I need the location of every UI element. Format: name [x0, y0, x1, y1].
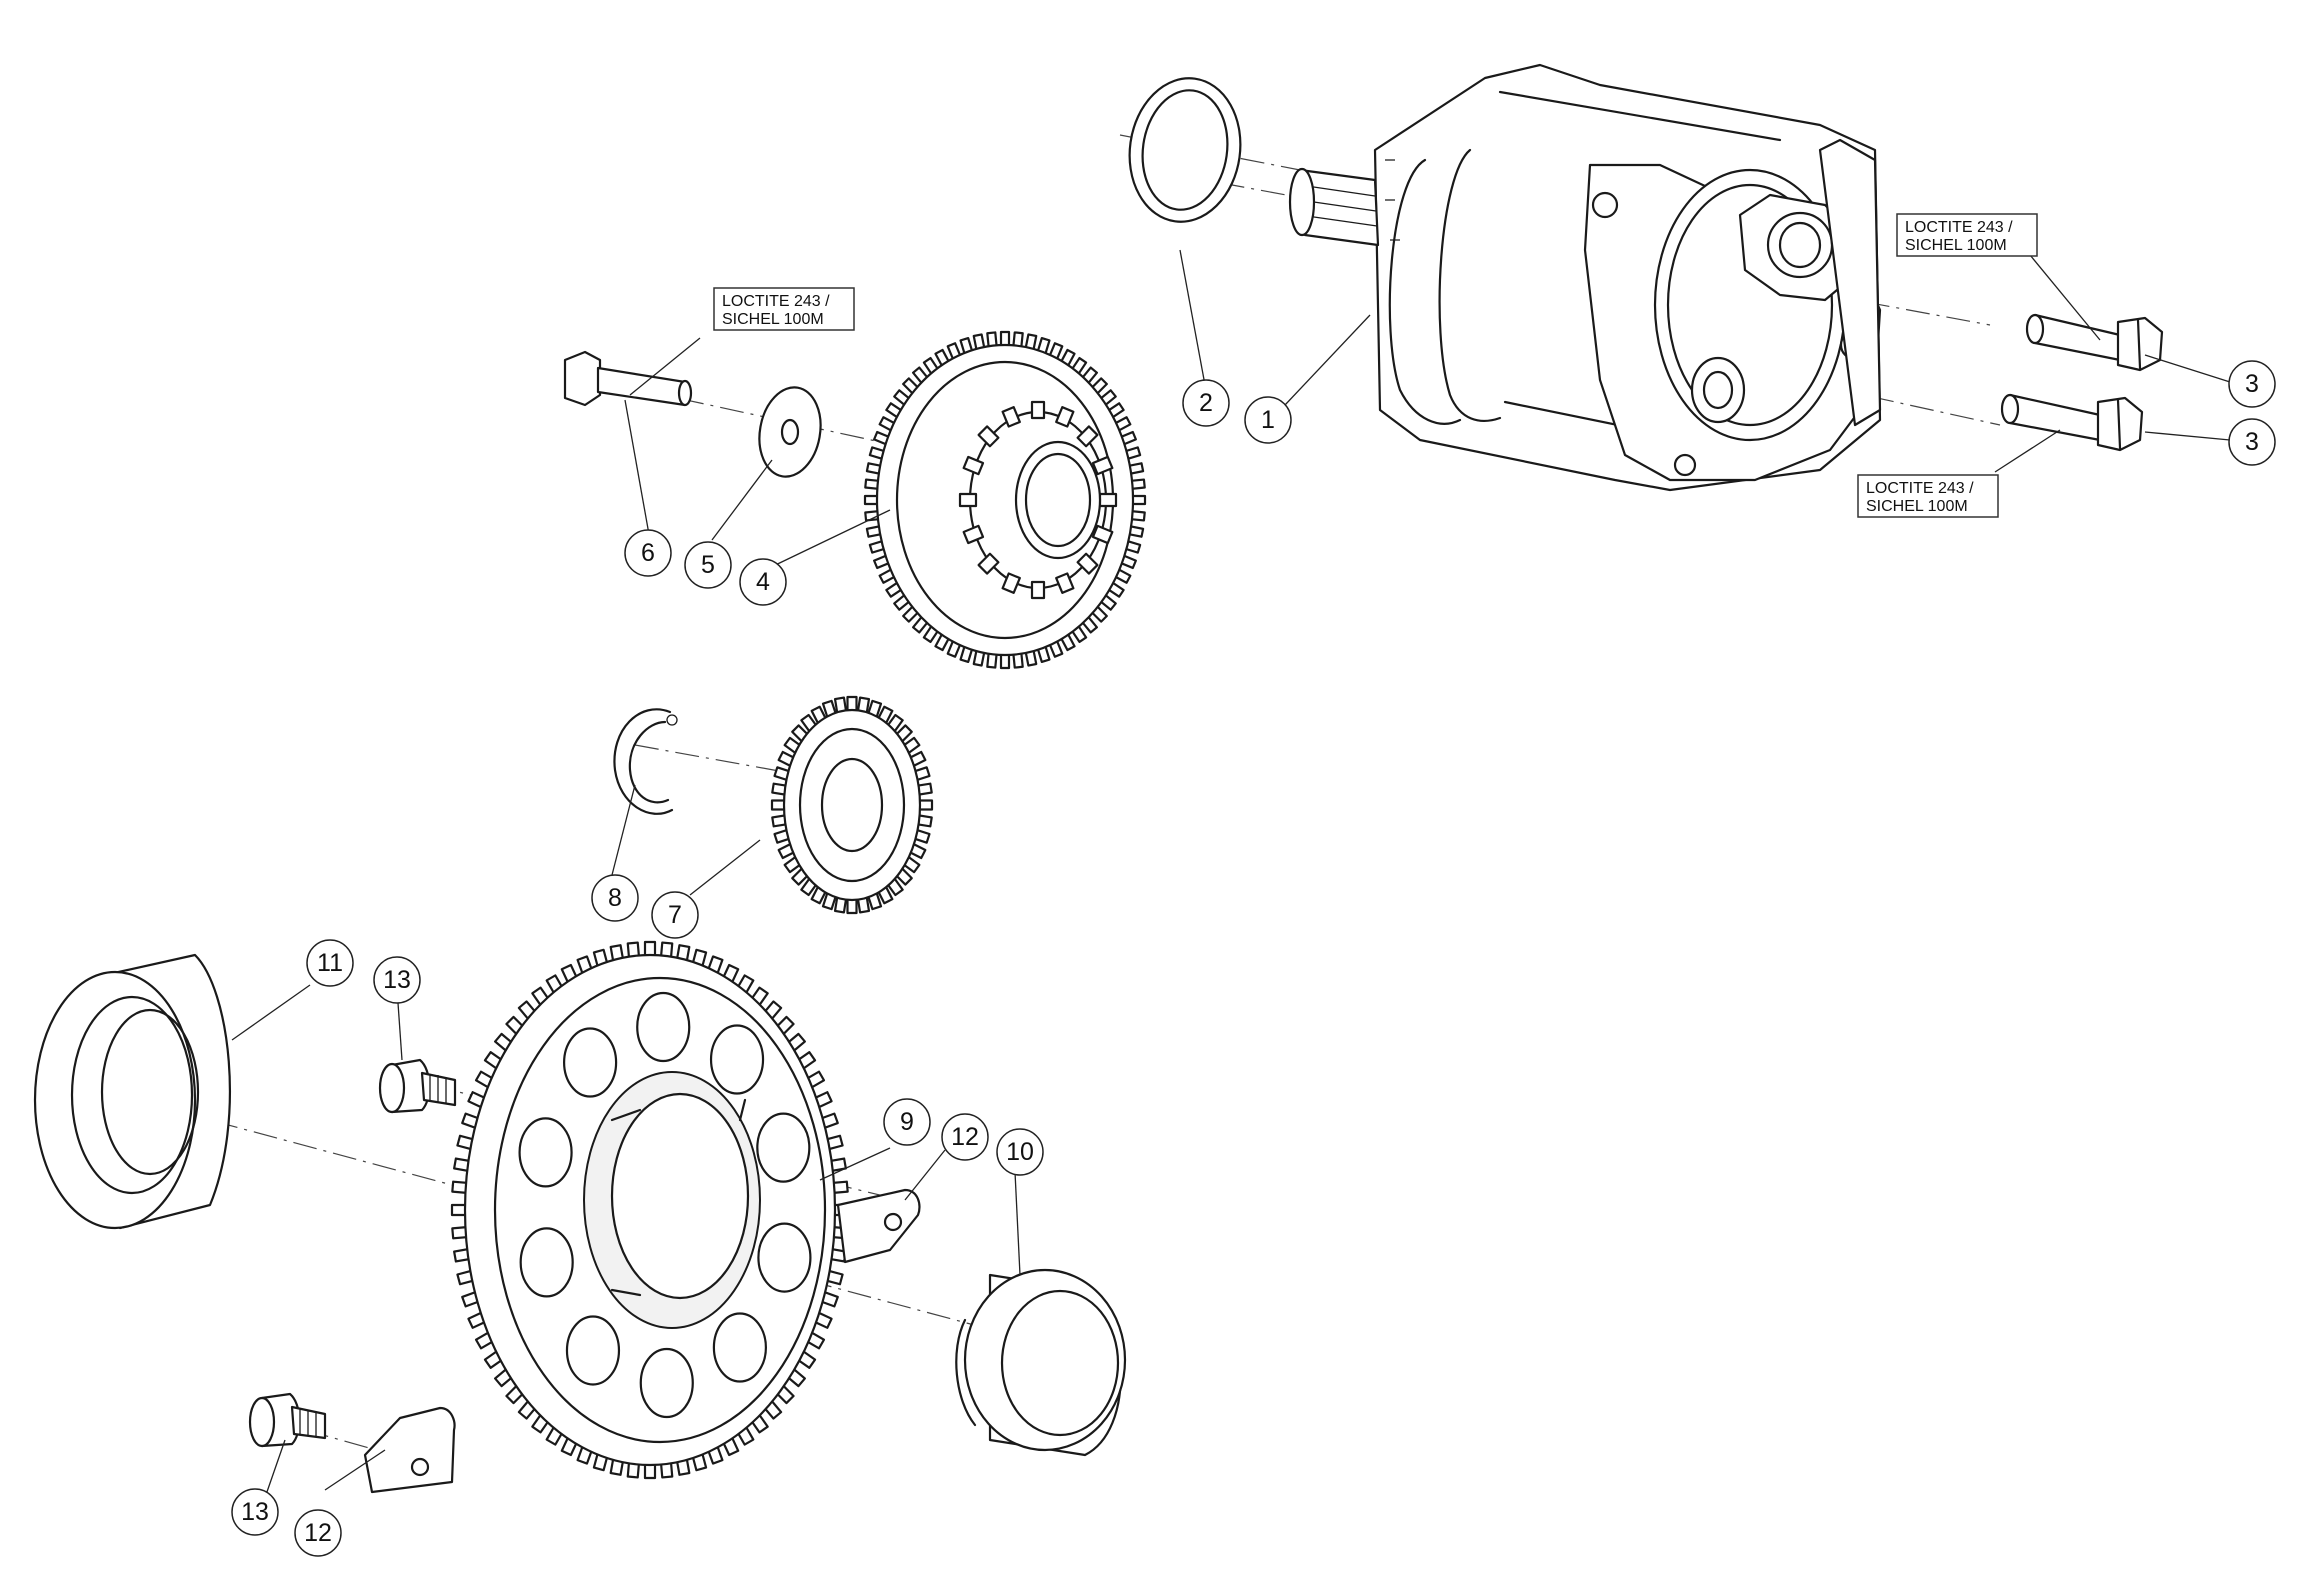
callout-13-lower: 13 — [231, 1488, 279, 1536]
o-ring-part — [1128, 77, 1242, 223]
gear-tooth — [958, 492, 978, 508]
roller-pocket — [518, 1117, 573, 1188]
note-line-1: LOCTITE 243 / — [722, 293, 830, 310]
roller-pocket — [563, 1027, 618, 1098]
svg-text:3: 3 — [2245, 370, 2259, 398]
roller-pocket — [712, 1312, 767, 1383]
gear-tooth — [1001, 572, 1021, 594]
callout-8: 8 — [591, 874, 639, 922]
note-line-2: SICHEL 100M — [722, 311, 824, 328]
svg-text:6: 6 — [641, 539, 655, 567]
gear-tooth — [1030, 580, 1046, 600]
roller-pocket — [757, 1222, 812, 1293]
gear-tooth — [1098, 492, 1118, 508]
svg-text:8: 8 — [608, 884, 622, 912]
gear-tooth — [1055, 406, 1075, 428]
starter-bolt-upper — [2025, 313, 2164, 372]
svg-text:10: 10 — [1006, 1138, 1034, 1166]
callout-12-upper: 12 — [941, 1113, 989, 1161]
callout-12-lower: 12 — [294, 1509, 342, 1557]
lock-plate-upper-part — [836, 1188, 921, 1264]
loctite-note-left: LOCTITE 243 / SICHEL 100M — [713, 287, 855, 331]
svg-text:1: 1 — [1261, 406, 1275, 434]
svg-text:9: 9 — [900, 1108, 914, 1136]
note-line-1: LOCTITE 243 / — [1905, 219, 2013, 236]
callout-11: 11 — [306, 939, 354, 987]
svg-text:4: 4 — [756, 568, 770, 596]
gear-tooth — [977, 552, 1000, 575]
screw-upper-part — [378, 1058, 457, 1114]
callout-3-upper: 3 — [2228, 360, 2276, 408]
roller-pocket — [709, 1024, 765, 1095]
loctite-note-bottom-right: LOCTITE 243 / SICHEL 100M — [1857, 474, 1999, 518]
svg-text:12: 12 — [951, 1123, 979, 1151]
gear-bolt-part — [563, 350, 693, 407]
roller-pocket — [756, 1112, 811, 1183]
loctite-note-top-right: LOCTITE 243 / SICHEL 100M — [1896, 213, 2038, 257]
callout-2: 2 — [1182, 379, 1230, 427]
callout-13-upper: 13 — [373, 956, 421, 1004]
roller-pocket — [636, 991, 691, 1063]
roller-pocket — [519, 1227, 574, 1298]
callout-4: 4 — [739, 558, 787, 606]
svg-text:7: 7 — [668, 901, 682, 929]
sleeve-part — [955, 1268, 1127, 1457]
callout-1: 1 — [1244, 396, 1292, 444]
lock-plate-lower-part — [363, 1406, 456, 1494]
svg-text:2: 2 — [1199, 389, 1213, 417]
callout-3-lower: 3 — [2228, 418, 2276, 466]
svg-text:5: 5 — [701, 551, 715, 579]
svg-text:13: 13 — [241, 1498, 269, 1526]
circlip-part — [613, 708, 678, 815]
note-line-1: LOCTITE 243 / — [1866, 480, 1974, 497]
callout-7: 7 — [651, 891, 699, 939]
intermediate-gear-part — [863, 330, 1147, 670]
gear-tooth — [1091, 524, 1114, 545]
gear-tooth — [1076, 425, 1099, 448]
gear-tooth — [1030, 400, 1046, 420]
svg-text:3: 3 — [2245, 428, 2259, 456]
starter-gear-part — [770, 695, 934, 915]
roller-pocket — [565, 1315, 621, 1386]
washer-part — [758, 386, 822, 478]
gear-tooth — [962, 455, 985, 476]
callout-9: 9 — [883, 1098, 931, 1146]
gear-tooth — [1055, 572, 1075, 594]
svg-text:13: 13 — [383, 966, 411, 994]
gear-tooth — [977, 425, 1000, 448]
svg-text:12: 12 — [304, 1519, 332, 1547]
note-line-2: SICHEL 100M — [1905, 237, 2007, 254]
gear-tooth — [1001, 406, 1021, 428]
callout-6: 6 — [624, 529, 672, 577]
freewheel-gear-part — [450, 940, 850, 1480]
bearing-part — [33, 953, 231, 1230]
starter-motor-part — [1288, 63, 1882, 492]
gear-tooth — [962, 524, 985, 545]
screw-lower-part — [248, 1392, 327, 1448]
gear-tooth — [1091, 455, 1114, 476]
note-line-2: SICHEL 100M — [1866, 498, 1968, 515]
callout-5: 5 — [684, 541, 732, 589]
starter-bolt-lower — [2000, 393, 2144, 452]
callout-10: 10 — [996, 1128, 1044, 1176]
roller-pocket — [639, 1347, 694, 1419]
svg-text:11: 11 — [317, 949, 343, 977]
gear-tooth — [1076, 552, 1099, 575]
